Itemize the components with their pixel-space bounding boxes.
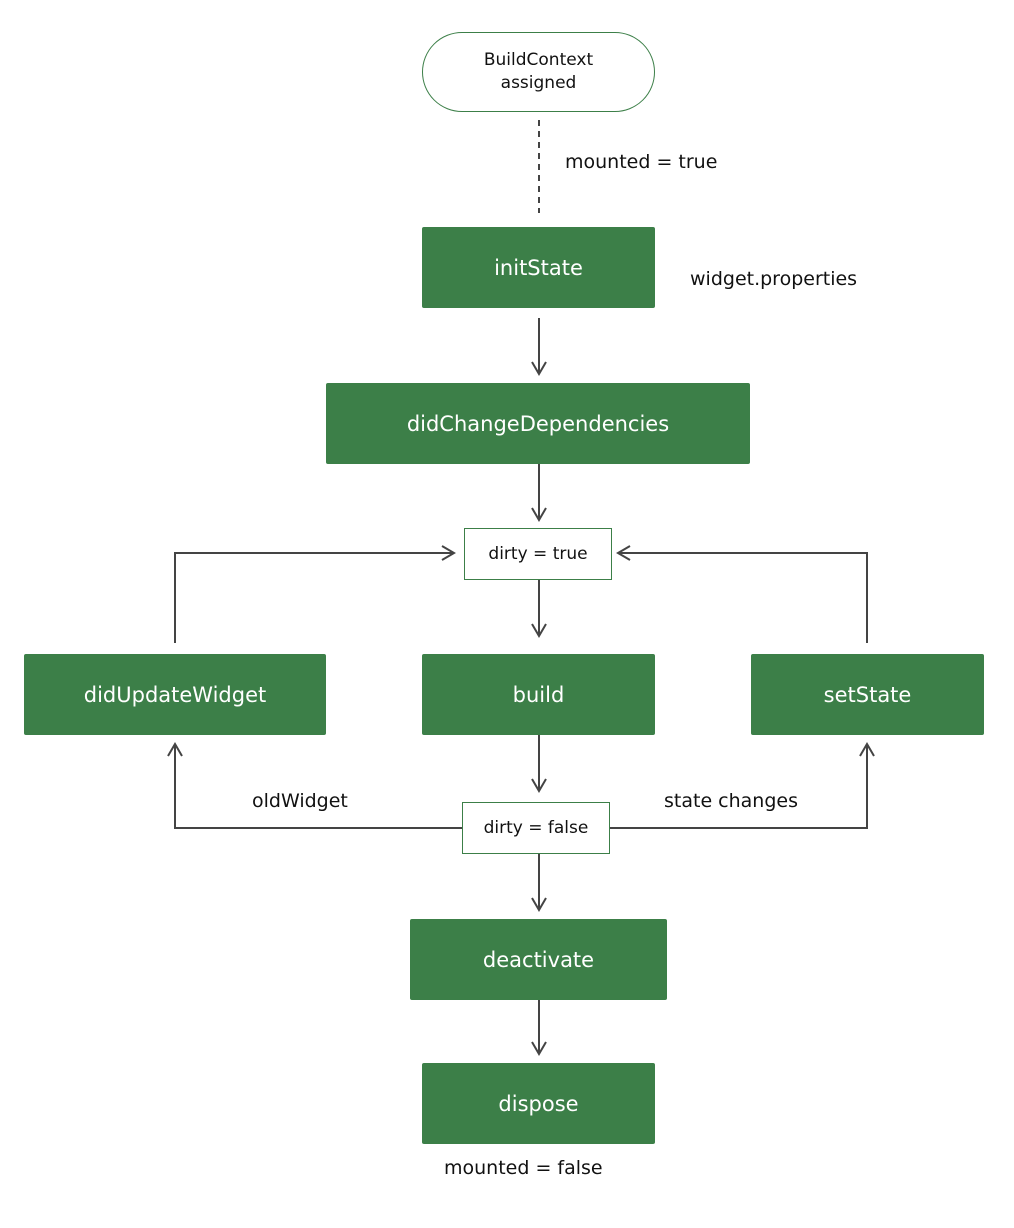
didchangedependencies-node: didChangeDependencies [326, 383, 750, 464]
setstate-node: setState [751, 654, 984, 735]
arrow-dirty-false-to-setstate [610, 742, 875, 829]
start-node-line-1: BuildContext [483, 50, 594, 70]
arrow-dirty-false-to-didupdatewidget [167, 742, 462, 829]
build-node: build [422, 654, 655, 735]
arrow-setstate-to-dirty-true [616, 545, 868, 643]
initstate-node: initState [422, 227, 655, 308]
widget-properties-label: widget.properties [690, 268, 858, 290]
state-changes-label: state changes [664, 790, 798, 812]
dirty-false-state: dirty = false [462, 802, 610, 854]
oldwidget-label: oldWidget [252, 790, 348, 812]
start-node-buildcontext-assigned: BuildContext assigned [422, 32, 655, 112]
deactivate-node: deactivate [410, 919, 667, 1000]
dirty-true-state: dirty = true [464, 528, 612, 580]
dispose-node: dispose [422, 1063, 655, 1144]
arrow-didupdatewidget-to-dirty-true [174, 545, 456, 643]
mounted-false-label: mounted = false [444, 1157, 603, 1179]
didupdatewidget-node: didUpdateWidget [24, 654, 326, 735]
start-node-line-2: assigned [500, 73, 577, 93]
mounted-true-label: mounted = true [565, 151, 718, 173]
